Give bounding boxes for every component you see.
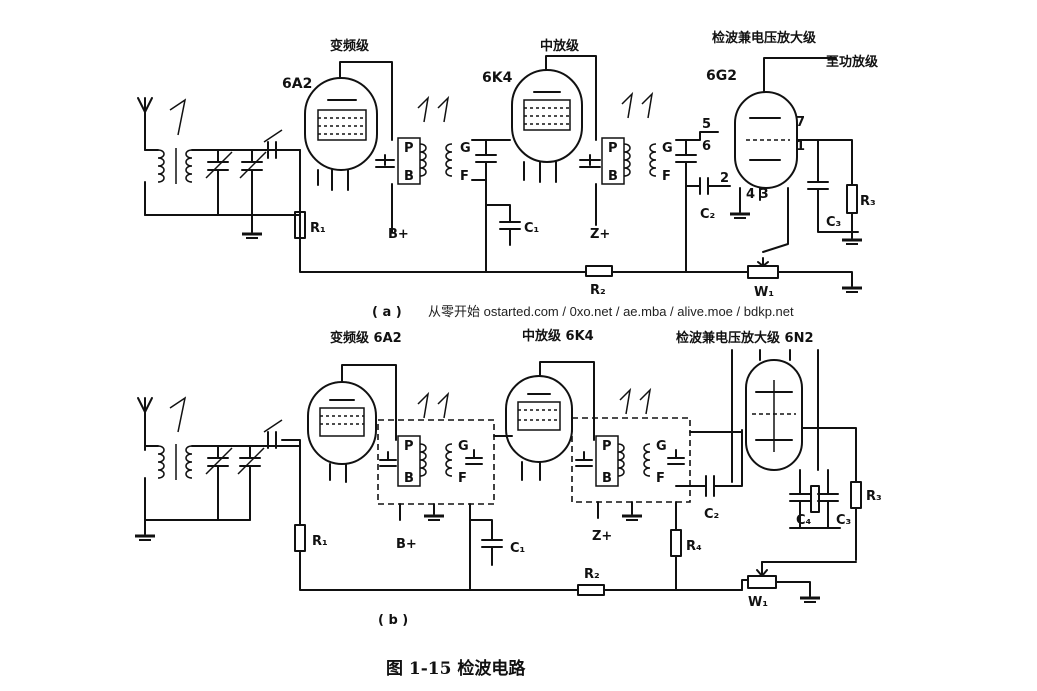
diagram-a: 变频级 6A2 R₁ P B G F B+ C₁ [137,30,879,320]
if2-b-f: F [656,471,665,486]
r3-b-label: R₃ [866,489,882,504]
tube-6k4-b [505,375,573,481]
tube-6k4 [511,55,597,183]
pin1: 1 [796,139,805,154]
if1-b-p: P [404,439,414,454]
resistor-r2-b [577,584,605,596]
if1-g: G [460,141,471,156]
if1-b-b: B [404,471,414,486]
if2-b-g: G [656,439,667,454]
resistor-r4-b [670,529,682,557]
tube3-b-label: 检波兼电压放大级 6N2 [676,330,814,346]
tube2-stage-label: 中放级 [540,38,580,54]
potentiometer-w1 [747,265,779,279]
if1-p: P [404,141,414,156]
resistor-r2 [585,265,613,277]
tube-6a2-b [307,381,377,483]
c1-label: C₁ [524,221,539,236]
bplus2-b: Z+ [592,529,612,544]
resistor-r3 [846,184,858,214]
c3-b-label: C₃ [836,513,851,528]
c1-b-label: C₁ [510,541,525,556]
r4-b-label: R₄ [686,539,702,554]
pin6: 6 [702,139,711,154]
c2-b-label: C₂ [704,507,719,522]
if1-f: F [460,169,469,184]
if2-g: G [662,141,673,156]
if2-b: B [608,169,618,184]
if2-b-b: B [602,471,612,486]
r3-label: R₃ [860,194,876,209]
w1-b-label: W₁ [748,595,768,610]
figure-caption: 图 1-15 检波电路 [386,658,526,679]
if2-b-p: P [602,439,612,454]
potentiometer-w1-b [747,575,777,589]
tube1-b-label: 变频级 6A2 [330,330,402,346]
resistor-r3-b [850,481,862,509]
antenna-icon [137,97,187,151]
tube3-name: 6G2 [706,68,737,84]
r2-b-label: R₂ [584,567,600,582]
bplus1: B+ [388,227,409,242]
resistor-r1-b [294,524,306,552]
if2-p: P [608,141,618,156]
tube3-stage-label: 检波兼电压放大级 [712,30,817,46]
pin7: 7 [796,115,805,130]
tube1-stage-label: 变频级 [330,38,370,54]
if1-b-f: F [458,471,467,486]
c3-label: C₃ [826,215,841,230]
diagram-b-label: ( b ) [378,613,408,628]
if1-b: B [404,169,414,184]
antenna-icon [137,396,187,451]
r1-b-label: R₁ [312,534,328,549]
if1-b-g: G [458,439,469,454]
pin43: 4 3 [746,187,769,202]
tube2-b-label: 中放级 6K4 [522,328,594,344]
c2-label: C₂ [700,207,715,222]
diagram-b: R₁ 变频级 6A2 P B G F B+ C₁ [133,328,882,628]
if2-f: F [662,169,671,184]
diagram-a-label: ( a ) [372,305,402,320]
w1-label: W₁ [754,285,774,300]
bplus1-b: B+ [396,537,417,552]
c4-b-label: C₄ [796,513,812,528]
tube-6n2-b [745,349,803,471]
tube-6a2 [304,61,393,191]
watermark-text: 从零开始 ostarted.com / 0xo.net / ae.mba / a… [428,304,794,319]
r1-label: R₁ [310,221,326,236]
bplus2: Z+ [590,227,610,242]
tube2-name: 6K4 [482,70,513,86]
tube1-name: 6A2 [282,76,312,92]
resistor-small-b [810,485,820,513]
pin5: 5 [702,117,711,132]
r2-label: R₂ [590,283,606,298]
tube3-stage2-label: 至功放级 [826,54,879,70]
pin2: 2 [720,171,729,186]
